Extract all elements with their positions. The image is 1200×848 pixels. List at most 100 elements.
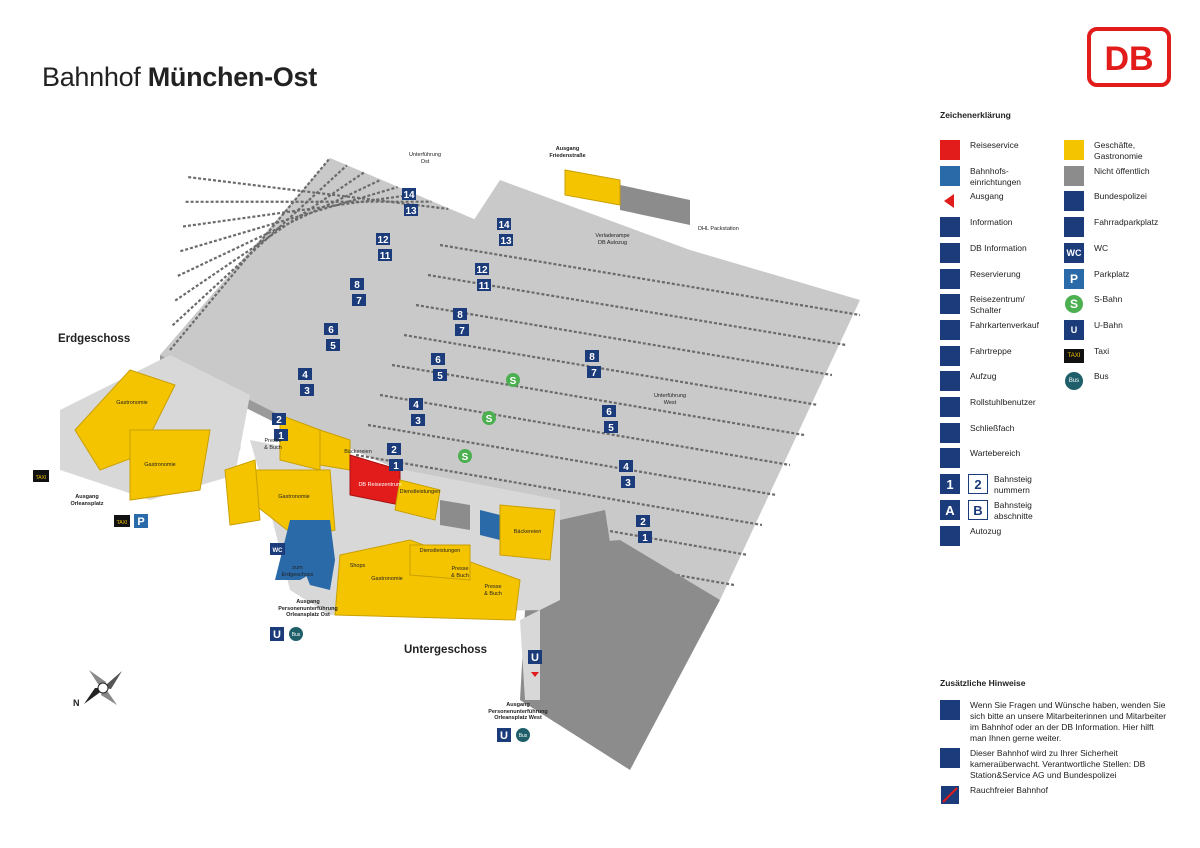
legend-title: Zeichenerklärung bbox=[940, 110, 1011, 120]
legend-label: Information bbox=[970, 217, 1013, 228]
platform-number-text: 5 bbox=[330, 341, 336, 352]
label-presse-buch-1: Presse & Buch bbox=[264, 438, 282, 451]
label-gastronomie-1: Gastronomie bbox=[116, 400, 148, 406]
legend-label: Aufzug bbox=[970, 371, 997, 382]
platform-number-badge bbox=[455, 324, 469, 336]
hint-text: Wenn Sie Fragen und Wünsche haben, wende… bbox=[970, 700, 1167, 743]
parking-marker: P bbox=[137, 516, 144, 528]
legend-label: DB Information bbox=[970, 242, 1027, 253]
legend-label: Reisezentrum/ Schalter bbox=[970, 294, 1025, 316]
information-icon bbox=[940, 700, 960, 720]
track-left bbox=[182, 193, 415, 228]
legend-item: Fahrradparkplatz bbox=[1064, 217, 1189, 238]
platform-number-text: 14 bbox=[498, 220, 510, 231]
legend-label: Fahrtreppe bbox=[970, 345, 1012, 356]
bus-marker-ost: Bus bbox=[292, 632, 301, 638]
legend-item: Bundespolizei bbox=[1064, 191, 1189, 212]
track-left bbox=[188, 176, 449, 211]
label-unterfuehrung-ost: Unterführung Ost bbox=[408, 152, 442, 165]
platform-number-badge bbox=[300, 384, 314, 396]
taxi-icon: TAXI bbox=[1064, 346, 1084, 366]
exit-arrow-icon bbox=[940, 191, 960, 211]
platform-number-text: 12 bbox=[377, 235, 389, 246]
camera-icon bbox=[940, 748, 960, 768]
information-icon bbox=[940, 217, 960, 238]
platform-number-text: 4 bbox=[623, 462, 629, 473]
platform-number-badge bbox=[324, 323, 338, 335]
hint-list: Wenn Sie Fragen und Wünsche haben, wende… bbox=[940, 700, 1170, 805]
legend-label: WC bbox=[1094, 242, 1109, 253]
platform-number-badge bbox=[587, 366, 601, 378]
ubahn-marker-west: U bbox=[500, 730, 508, 742]
title-light: Bahnhof bbox=[42, 62, 141, 92]
legend-label: Rollstuhlbenutzer bbox=[970, 397, 1036, 407]
platform-number-text: 1 bbox=[393, 461, 399, 472]
legend-label: Parkplatz bbox=[1094, 268, 1130, 279]
compass-north-label: N bbox=[73, 698, 80, 708]
blue-square bbox=[940, 165, 960, 186]
platform-number-badge bbox=[431, 353, 445, 365]
platform-number-badge bbox=[376, 233, 390, 245]
legend-item: Schließfach bbox=[940, 422, 1065, 443]
page-title: Bahnhof München-Ost bbox=[42, 62, 317, 93]
legend-item: Aufzug bbox=[940, 371, 1065, 392]
sbahn-marker-2: S bbox=[486, 414, 493, 425]
title-bold: München-Ost bbox=[147, 62, 318, 92]
legend-label: Fahrkartenverkauf bbox=[970, 319, 1039, 330]
platform-number-text: 11 bbox=[380, 251, 391, 262]
label-ausgang-pu-west: Ausgang Personenunterführung Orleansplat… bbox=[488, 702, 548, 721]
platform-number-text: 11 bbox=[479, 281, 490, 292]
label-zum-erdgeschoss: zum Erdgeschoss bbox=[281, 565, 314, 578]
label-dienstleistungen-2: Dienstleistungen bbox=[419, 548, 461, 554]
bus-marker-west: Bus bbox=[519, 733, 528, 739]
sbahn-marker-1: S bbox=[510, 376, 517, 387]
elevator-icon bbox=[940, 371, 960, 392]
legend-label: Geschäfte, Gastronomie bbox=[1094, 140, 1143, 161]
label-presse-buch-2: Presse & Buch bbox=[451, 566, 469, 579]
hints-title: Zusätzliche Hinweise bbox=[940, 678, 1026, 688]
platform-number-text: 6 bbox=[435, 355, 441, 366]
sbahn-icon: S bbox=[1064, 294, 1084, 314]
bus-icon: Bus bbox=[1064, 371, 1084, 391]
label-ausgang-pu-ost: Ausgang Personenunterführung Orleansplat… bbox=[278, 599, 338, 618]
platform-number-text: 6 bbox=[328, 325, 334, 336]
red-square bbox=[940, 140, 960, 160]
legend-item: Rollstuhlbenutzer bbox=[940, 397, 1065, 417]
platform-number-text: 1 bbox=[278, 431, 284, 442]
hint-item: Dieser Bahnhof wird zu Ihrer Sicherheit … bbox=[940, 748, 1170, 781]
legend-label: Bahnhofs- einrichtungen bbox=[970, 165, 1022, 187]
legend-item: Bahnhofs- einrichtungen bbox=[940, 165, 1065, 188]
platform-number-text: 4 bbox=[302, 370, 308, 381]
legend-item: Reservierung bbox=[940, 268, 1065, 289]
transit-markers: U Bus U U Bus TAXI TAXI P WC bbox=[33, 470, 542, 742]
label-presse-buch-3: Presse & Buch bbox=[484, 584, 502, 597]
platform-number-text: 8 bbox=[589, 352, 595, 363]
track-right bbox=[367, 423, 777, 497]
ubahn-marker-ost: U bbox=[273, 629, 281, 641]
legend-item: Autozug bbox=[940, 526, 1065, 547]
label-baeckerei-2: Bäckereien bbox=[513, 529, 542, 535]
legend-label: Reiseservice bbox=[970, 140, 1019, 150]
db-logo-text: DB bbox=[1104, 40, 1153, 78]
track-right bbox=[379, 393, 791, 467]
platform-number-text: 4 bbox=[413, 400, 419, 411]
platform-number-badge bbox=[389, 459, 403, 471]
yellow-square bbox=[1064, 140, 1084, 160]
exit-arrow-icon bbox=[531, 672, 539, 677]
platform-number-badge bbox=[604, 421, 618, 433]
platform-number-badge bbox=[497, 218, 511, 230]
platform-number-text: 14 bbox=[403, 190, 415, 201]
label-ausgang-orleansplatz: Ausgang Orleansplatz bbox=[70, 494, 104, 507]
legend-label: Bundespolizei bbox=[1094, 191, 1147, 202]
untergeschoss-concourse bbox=[224, 414, 560, 700]
additional-notes: Zusätzliche Hinweise Wenn Sie Fragen und… bbox=[940, 678, 1170, 809]
